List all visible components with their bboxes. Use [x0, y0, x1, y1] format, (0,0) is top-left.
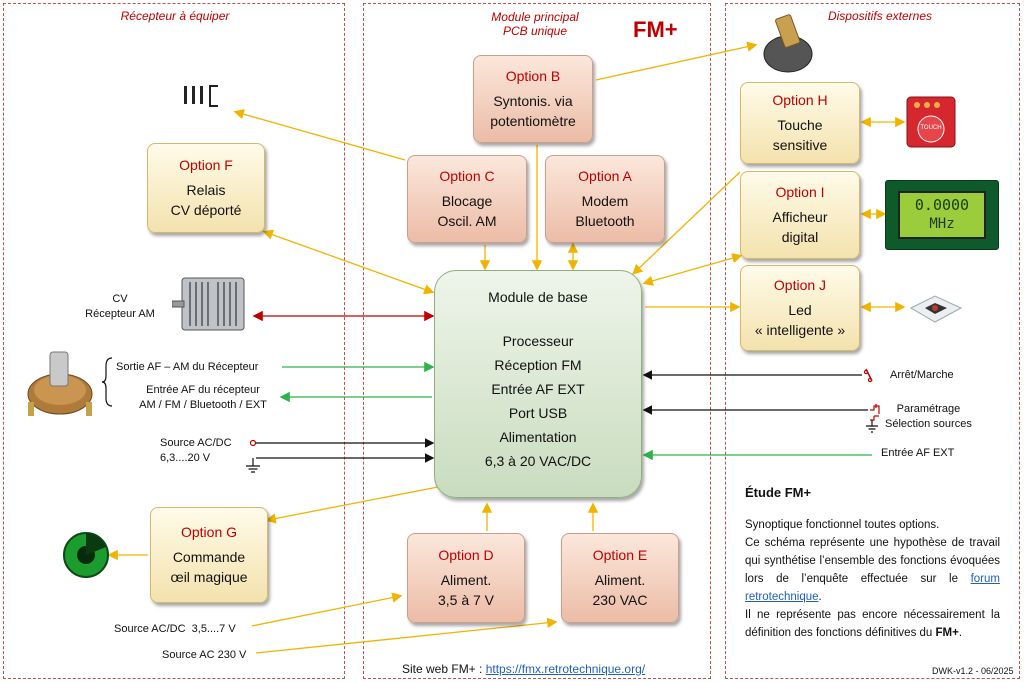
option-d-box: Option D Aliment. 3,5 à 7 V: [407, 533, 525, 623]
option-j-label: Option J: [773, 277, 827, 293]
right-panel-title: Dispositifs externes: [827, 9, 933, 23]
switch-icon: [178, 80, 228, 112]
base-item-voltage: 6,3 à 20 VAC/DC: [484, 453, 592, 469]
base-module-title: Module de base: [488, 289, 588, 305]
option-g-label: Option G: [180, 524, 238, 540]
arrow-src-e: [255, 617, 558, 654]
potentiometer-icon: [20, 348, 102, 420]
left-panel: [3, 3, 345, 679]
notes-p3: Il ne représente pas encore nécessaireme…: [745, 609, 1000, 639]
option-c-line-2: Oscil. AM: [437, 213, 497, 229]
option-d-line-1: Aliment.: [440, 572, 492, 588]
base-item-alimentation: Alimentation: [499, 429, 577, 445]
arrow-i-base: [642, 253, 743, 286]
lcd-display-icon: 0.0000 MHz: [885, 180, 999, 250]
potentiometer-knob-icon: [758, 12, 820, 77]
option-i-line-2: digital: [781, 229, 819, 245]
option-c-box: Option C Blocage Oscil. AM: [407, 155, 527, 243]
magic-eye-icon: [62, 531, 110, 579]
entree-af-label: Entrée AF du récepteur AM / FM / Bluetoo…: [139, 384, 267, 411]
base-item-entree-af: Entrée AF EXT: [491, 381, 585, 397]
notes-p2: Ce schéma représente une hypothèse de tr…: [745, 537, 1000, 603]
option-h-line-1: Touche: [777, 117, 823, 133]
sortie-af-label: Sortie AF – AM du Récepteur: [116, 361, 259, 373]
option-a-line-2: Bluetooth: [575, 213, 635, 229]
touch-sensor-label: TOUCH: [920, 125, 942, 131]
option-g-box: Option G Commande œil magique: [150, 507, 268, 603]
center-panel: [363, 3, 711, 679]
lcd-line-1: 0.0000: [914, 196, 970, 214]
option-i-box: Option I Afficheur digital: [740, 171, 860, 259]
option-a-box: Option A Modem Bluetooth: [545, 155, 665, 243]
option-j-line-2: « intelligente »: [754, 322, 846, 338]
option-i-line-1: Afficheur: [772, 209, 828, 225]
left-panel-title: Récepteur à équiper: [120, 9, 230, 23]
option-g-line-1: Commande: [172, 549, 246, 565]
study-notes: Étude FM+ Synoptique fonctionnel toutes …: [745, 484, 1000, 642]
option-e-line-2: 230 VAC: [592, 592, 648, 608]
source-acdc-label: Source AC/DC 6,3....20 V: [160, 437, 232, 464]
option-b-box: Option B Syntonis. via potentiomètre: [473, 55, 593, 143]
option-h-line-2: sensitive: [772, 137, 828, 153]
forum-link[interactable]: forum retrotechnique: [745, 573, 1000, 603]
site-footer: Site web FM+ : https://fmx.retrotechniqu…: [402, 662, 646, 676]
right-panel: [725, 3, 1020, 679]
arret-marche-label: Arrêt/Marche: [890, 369, 954, 381]
option-h-label: Option H: [772, 92, 828, 108]
option-b-line-1: Syntonis. via: [493, 93, 573, 109]
option-e-box: Option E Aliment. 230 VAC: [561, 533, 679, 623]
option-f-line-1: Relais: [186, 182, 226, 198]
option-j-line-1: Led: [788, 302, 812, 318]
source-acdc-low-label: Source AC/DC 3,5....7 V: [114, 623, 236, 635]
option-c-line-1: Blocage: [441, 193, 493, 209]
entree-ext-label: Entrée AF EXT: [881, 447, 955, 459]
option-f-line-2: CV déporté: [170, 202, 242, 218]
option-e-label: Option E: [592, 547, 648, 563]
option-b-label: Option B: [505, 68, 561, 84]
arrow-c-to-switch: [233, 109, 406, 161]
option-h-box: Option H Touche sensitive: [740, 82, 860, 164]
arrow-src-d: [251, 592, 403, 627]
option-c-label: Option C: [439, 168, 495, 184]
base-module-box: Module de base Processeur Réception FM E…: [434, 270, 642, 498]
smart-led-icon: [905, 290, 965, 328]
base-item-processeur: Processeur: [502, 333, 574, 349]
notes-title: Étude FM+: [745, 485, 812, 500]
arrow-f-base: [262, 229, 435, 295]
option-j-box: Option J Led « intelligente »: [740, 265, 860, 351]
center-panel-title: Module principal PCB unique: [491, 10, 579, 38]
version-label: DWK-v1.2 - 06/2025: [932, 666, 1014, 676]
option-g-line-2: œil magique: [170, 569, 248, 585]
option-i-label: Option I: [775, 184, 825, 200]
option-d-line-2: 3,5 à 7 V: [437, 592, 495, 608]
option-a-line-1: Modem: [581, 193, 629, 209]
variable-capacitor-icon: [171, 268, 254, 340]
touch-sensor-icon: TOUCH: [905, 95, 957, 149]
brand-title: FM+: [633, 17, 678, 42]
arrow-b-to-pot: [595, 41, 758, 81]
cv-label: CV Récepteur AM: [85, 293, 155, 320]
site-link[interactable]: https://fmx.retrotechnique.org/: [485, 662, 646, 676]
lcd-line-2: MHz: [929, 216, 955, 232]
option-e-line-1: Aliment.: [594, 572, 646, 588]
base-item-usb: Port USB: [508, 405, 568, 421]
parametrage-label: Paramétrage Sélection sources: [885, 403, 972, 430]
option-f-box: Option F Relais CV déporté: [147, 143, 265, 233]
base-item-reception-fm: Réception FM: [494, 357, 582, 373]
arrow-base-g: [265, 486, 439, 524]
option-b-line-2: potentiomètre: [490, 113, 576, 129]
notes-p1: Synoptique fonctionnel toutes options.: [745, 519, 940, 531]
option-d-label: Option D: [438, 547, 494, 563]
source-ac230-label: Source AC 230 V: [162, 649, 247, 661]
option-a-label: Option A: [578, 168, 632, 184]
option-f-label: Option F: [179, 157, 233, 173]
